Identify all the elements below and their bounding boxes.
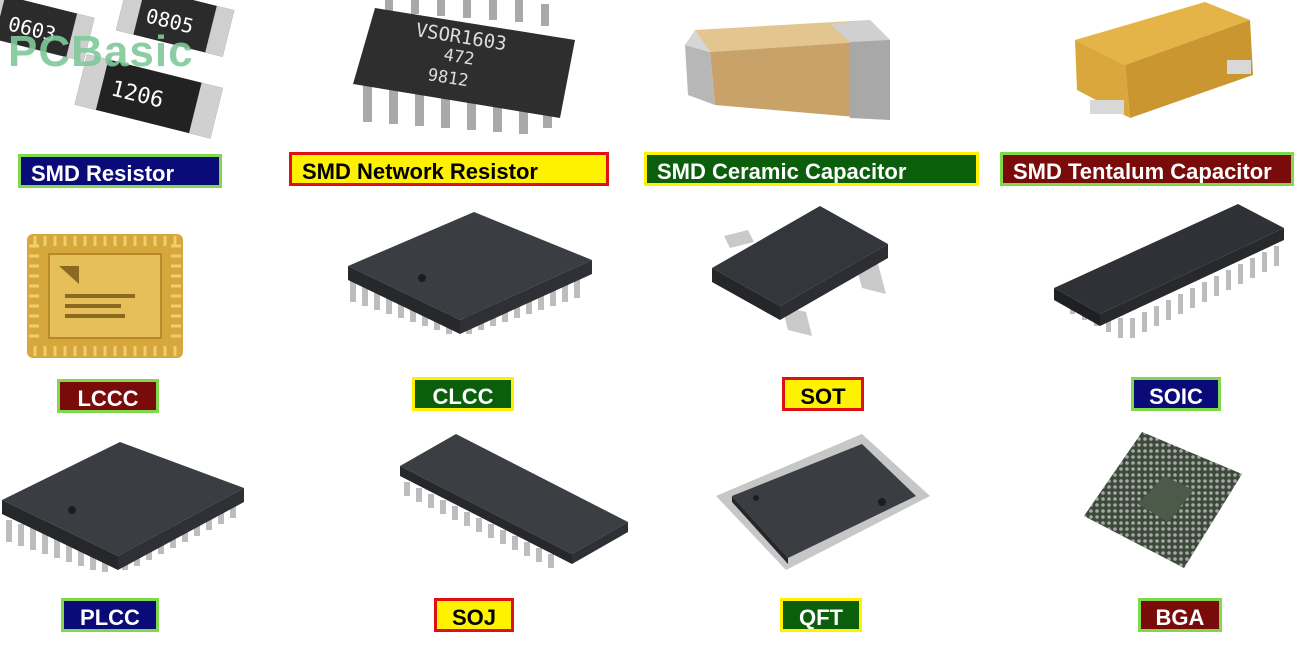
- label-soj: SOJ: [434, 598, 514, 632]
- label-soic: SOIC: [1131, 377, 1221, 411]
- clcc-chip-icon: [342, 208, 598, 340]
- brand-logo: PCBasic: [8, 27, 308, 83]
- brand-logo-text: PCBasic: [8, 28, 194, 76]
- label-sot: SOT: [782, 377, 864, 411]
- label-lccc: LCCC: [57, 379, 159, 413]
- label-qft: QFT: [780, 598, 862, 632]
- bga-chip-icon: [1082, 430, 1244, 572]
- label-smd-network-resistor: SMD Network Resistor: [289, 152, 609, 186]
- soic-chip-icon: [1050, 200, 1290, 342]
- network-marking-2: 472: [442, 45, 475, 70]
- smd-resistor-icon: 0603 0805 1206: [0, 0, 300, 140]
- label-clcc: CLCC: [412, 377, 514, 411]
- label-smd-tantalum-capacitor: SMD Tentalum Capacitor: [1000, 152, 1294, 186]
- sot-chip-icon: [708, 202, 896, 340]
- label-plcc: PLCC: [61, 598, 159, 632]
- label-smd-ceramic-capacitor: SMD Ceramic Capacitor: [644, 152, 979, 186]
- tantalum-capacitor-icon: [1055, 0, 1265, 130]
- plcc-chip-icon: [0, 438, 248, 578]
- network-resistor-icon: VSOR1603 472 9812: [345, 0, 585, 140]
- soj-chip-icon: [396, 432, 632, 572]
- lccc-chip-icon: [25, 232, 185, 360]
- label-bga: BGA: [1138, 598, 1222, 632]
- qft-chip-icon: [712, 432, 934, 574]
- label-smd-resistor: SMD Resistor: [18, 154, 222, 188]
- ceramic-capacitor-icon: [680, 10, 900, 130]
